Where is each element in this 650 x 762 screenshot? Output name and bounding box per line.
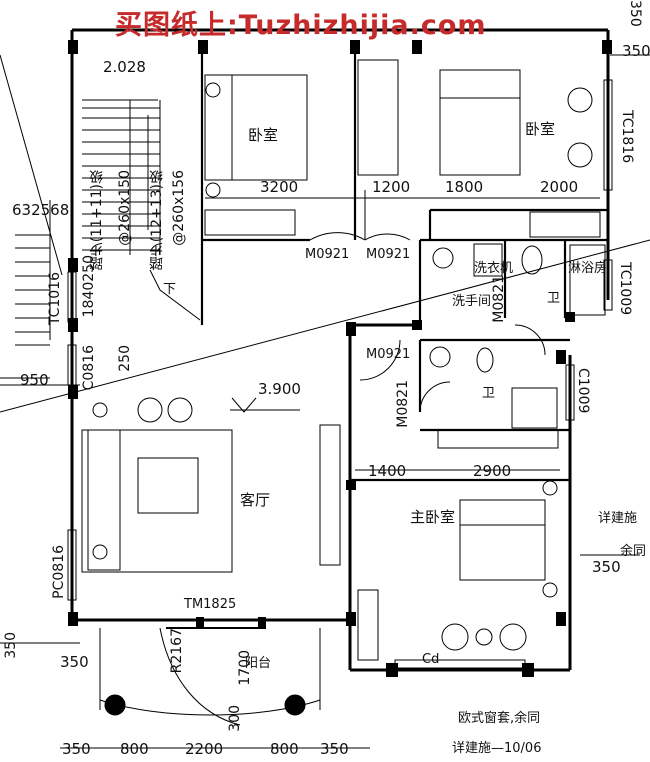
note-euro-window: 欧式窗套,余同 [458,711,541,726]
note-see-construction: 详建施 [598,511,638,526]
dim-top-right-350: 350 [622,42,650,60]
window-pc0816: PC0816 [51,545,67,599]
dim-350-mid-right: 350 [592,558,621,576]
note-remaining-same: 余同 [620,544,647,559]
room-bath-upper: 卫 [547,291,561,306]
doors [166,190,546,629]
window-c0816: C0816 [81,345,97,391]
dim-250: 250 [117,345,133,372]
room-washroom: 洗手间 [452,294,492,309]
stair-note-b: @260x150 [117,170,133,246]
dim-350-left-low: 350 [3,632,19,659]
room-master-bedroom: 主卧室 [410,508,456,526]
level-stair-landing: 2.028 [103,58,146,76]
stair-note-a: 踏步(11+11)级 [89,170,105,271]
room-bedroom-right: 卧室 [525,120,556,138]
dim-2900: 2900 [473,462,512,480]
dim-1700: 1700 [237,650,253,686]
door-m0921-a: M0921 [305,247,350,262]
windows [67,79,613,669]
room-balcony: 阳台 [245,656,272,671]
stairs [15,99,201,346]
room-shower: 淋浴房 [568,261,608,276]
furniture [81,59,606,661]
dim-2000: 2000 [540,178,579,196]
dim-bottom-2200: 2200 [185,740,224,758]
dim-1800: 1800 [445,178,484,196]
dim-1400: 1400 [368,462,407,480]
door-m0821-b: M0821 [395,380,411,428]
washer-label: 洗衣机 [474,261,514,276]
radius-r2167: R2167 [169,628,185,674]
door-m0921-b: M0921 [366,247,411,262]
door-tm1825: TM1825 [184,597,237,612]
room-bath-lower: 卫 [482,386,496,401]
room-bedroom-left: 卧室 [248,126,279,144]
window-tc1016: TC1016 [47,272,63,326]
note-see-construction-10-06: 详建施—10/06 [452,741,542,756]
dim-300: 300 [227,705,243,732]
dim-bottom-800-b: 800 [270,740,299,758]
watermark: 买图纸上:Tuzhizhijia.com [115,10,487,41]
exterior-walls [70,28,610,672]
stair-note-d: @260x156 [171,170,187,246]
note-cd: Cd [422,652,440,667]
dim-bottom-350-a: 350 [62,740,91,758]
window-tc1816: TC1816 [619,110,635,164]
dim-bottom-800-a: 800 [120,740,149,758]
dim-1200: 1200 [372,178,411,196]
dim-bottom-350-b: 350 [320,740,349,758]
window-tc1009: TC1009 [617,262,633,316]
dim-3200: 3200 [260,178,299,196]
interior-walls [200,45,608,482]
door-m0921-c: M0921 [366,347,411,362]
dim-350-balcony-left: 350 [60,653,89,671]
level-living-floor: 3.900 [258,380,301,398]
stair-note-c: 踏步(12+13)级 [149,170,165,271]
dimension-lines [0,54,650,749]
dim-right-350: 350 [627,0,643,27]
window-c1009: C1009 [575,368,591,414]
room-living: 客厅 [240,491,271,509]
dim-950: 950 [20,371,49,389]
stair-down-label: 下 [163,282,177,297]
dim-632568: 632568 [12,201,70,219]
balcony [99,627,321,726]
door-m0821-a: M0821 [491,275,507,323]
